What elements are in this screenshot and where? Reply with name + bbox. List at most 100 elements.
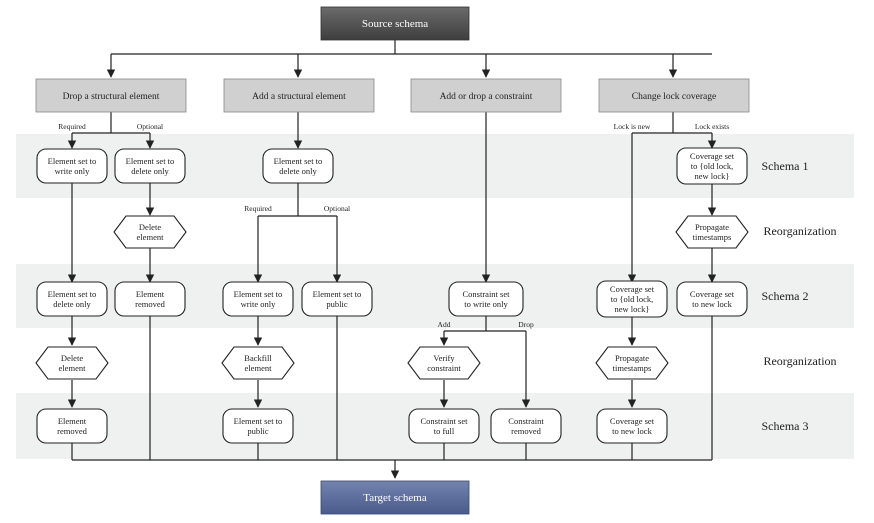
reorganization-step — [595, 346, 669, 380]
column-header-lock-coverage: Change lock coverage — [632, 92, 716, 102]
node-text-line: write only — [241, 299, 276, 309]
node-text-line: to new lock — [612, 426, 652, 436]
label-optional: Optional — [137, 122, 163, 131]
node-text-line: delete only — [279, 166, 317, 176]
state-box — [676, 281, 748, 317]
column-header-constraint: Add or drop a constraint — [440, 92, 533, 102]
node-text-line: element — [245, 363, 273, 373]
state-box — [490, 408, 562, 444]
node-text-line: Constraint set — [463, 289, 511, 299]
row-label-reorganization-1: Reorganization — [763, 224, 836, 238]
node-text-line: Element set to — [48, 289, 97, 299]
node-text-line: new lock} — [694, 171, 729, 181]
node-text-line: Delete — [139, 222, 161, 232]
label-lock-is-new: Lock is new — [614, 122, 651, 131]
node-text-line: to {old lock, — [611, 294, 654, 304]
node-text-line: to new lock — [692, 299, 732, 309]
node-text-line: timestamps — [613, 363, 652, 373]
node-text-line: removed — [135, 299, 165, 309]
row-label-schema-2: Schema 2 — [762, 289, 809, 303]
label-required: Required — [58, 122, 86, 131]
reorganization-step — [675, 215, 749, 249]
row-label-reorganization-2: Reorganization — [763, 354, 836, 368]
node-text-line: write only — [55, 166, 90, 176]
state-box — [36, 281, 108, 317]
node-text-line: Propagate — [615, 353, 649, 363]
node-text-line: timestamps — [693, 232, 732, 242]
state-box — [222, 408, 294, 444]
node-text-line: removed — [511, 426, 541, 436]
row-label-schema-3: Schema 3 — [762, 419, 809, 433]
node-text-line: to {old lock, — [691, 161, 734, 171]
state-box — [301, 281, 373, 317]
reorganization-step — [113, 215, 187, 249]
node-text-line: to full — [434, 426, 455, 436]
node-text-line: Coverage set — [610, 284, 655, 294]
reorganization-step — [35, 346, 109, 380]
state-box — [36, 408, 108, 444]
label-add: Add — [438, 320, 451, 329]
state-box — [262, 148, 334, 184]
connectors — [67, 40, 717, 479]
state-box — [36, 148, 108, 184]
state-box — [222, 281, 294, 317]
node-text-line: Backfill — [244, 353, 272, 363]
column-headers: Drop a structural element Add a structur… — [35, 78, 750, 113]
node-text-line: to write only — [464, 299, 508, 309]
node-text-line: element — [59, 363, 87, 373]
node-text-line: Element set to — [234, 416, 283, 426]
source-schema-node: Source schema — [320, 6, 470, 41]
state-box — [408, 408, 480, 444]
node-text-line: delete only — [53, 299, 91, 309]
node-text-line: Element set to — [126, 156, 175, 166]
node-text-line: Propagate — [695, 222, 729, 232]
node-text-line: Delete — [61, 353, 83, 363]
label-drop: Drop — [518, 320, 534, 329]
reorganization-step — [407, 346, 481, 380]
node-text-line: Verify — [433, 353, 455, 363]
node-text-line: Element set to — [313, 289, 362, 299]
state-box — [114, 148, 186, 184]
target-schema-node: Target schema — [320, 480, 470, 515]
node-text-line: Element set to — [48, 156, 97, 166]
state-box — [596, 408, 668, 444]
node-text-line: new lock} — [614, 304, 649, 314]
branch-labels: Required Optional Required Optional Add … — [58, 122, 729, 329]
node-text-line: Element — [58, 416, 87, 426]
source-schema-label: Source schema — [362, 18, 428, 30]
node-text-line: Constraint set — [421, 416, 469, 426]
node-text-line: Element — [136, 289, 165, 299]
state-box — [114, 281, 186, 317]
state-box — [676, 147, 748, 185]
column-header-add-structural: Add a structural element — [252, 92, 346, 102]
node-text-line: Constraint — [508, 416, 544, 426]
node-text-line: element — [137, 232, 165, 242]
state-box — [596, 280, 668, 318]
node-text-line: delete only — [131, 166, 169, 176]
node-text-line: public — [326, 299, 347, 309]
node-text-line: Element set to — [234, 289, 283, 299]
target-schema-label: Target schema — [363, 492, 427, 504]
node-text-line: Coverage set — [690, 151, 735, 161]
